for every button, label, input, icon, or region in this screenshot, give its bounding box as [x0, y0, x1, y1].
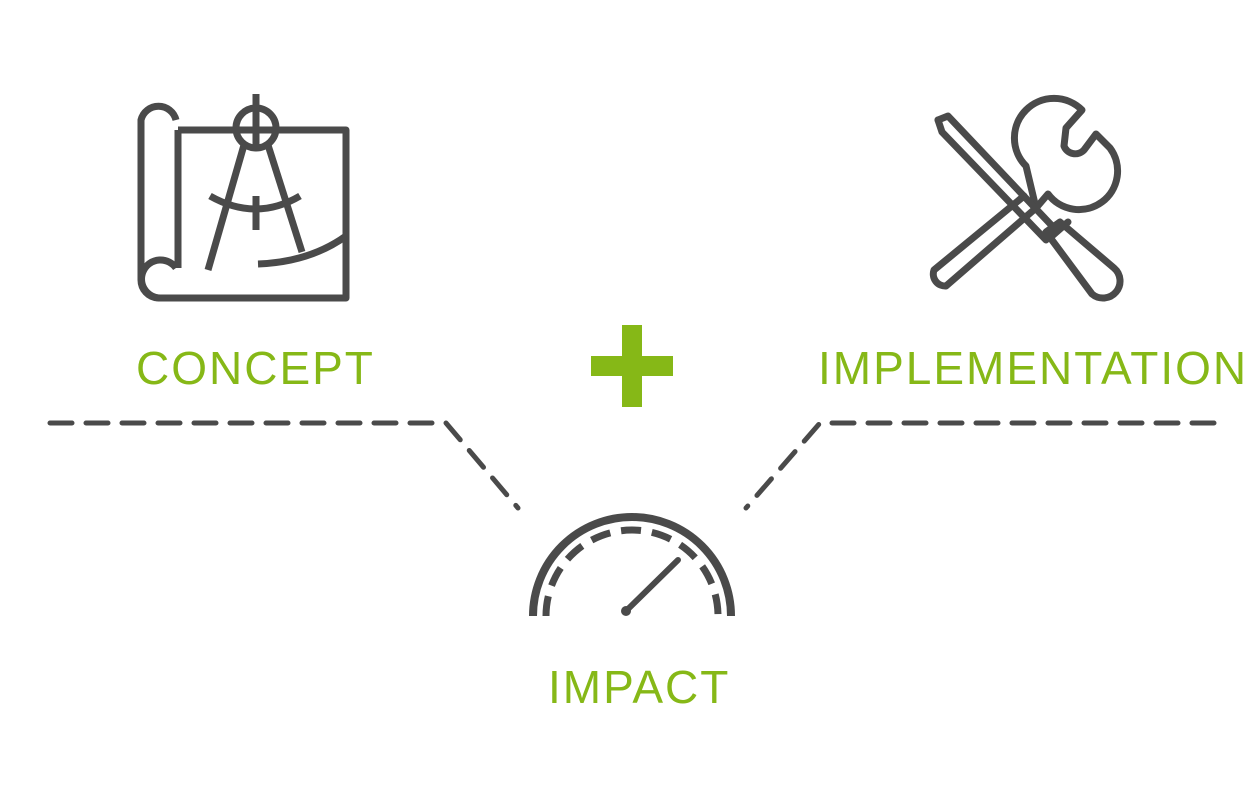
plus-icon — [591, 325, 673, 407]
plus-vertical-bar — [622, 325, 642, 407]
left-dashed-connector — [47, 420, 521, 511]
blueprint-compass-icon — [137, 94, 350, 302]
wrench-screwdriver-icon — [929, 94, 1124, 302]
concept-label: CONCEPT — [136, 342, 375, 394]
impact-label: IMPACT — [548, 661, 731, 713]
right-dashed-connector — [743, 420, 1217, 511]
implementation-label: IMPLEMENTATION — [818, 342, 1249, 394]
speedometer-icon — [529, 513, 735, 617]
